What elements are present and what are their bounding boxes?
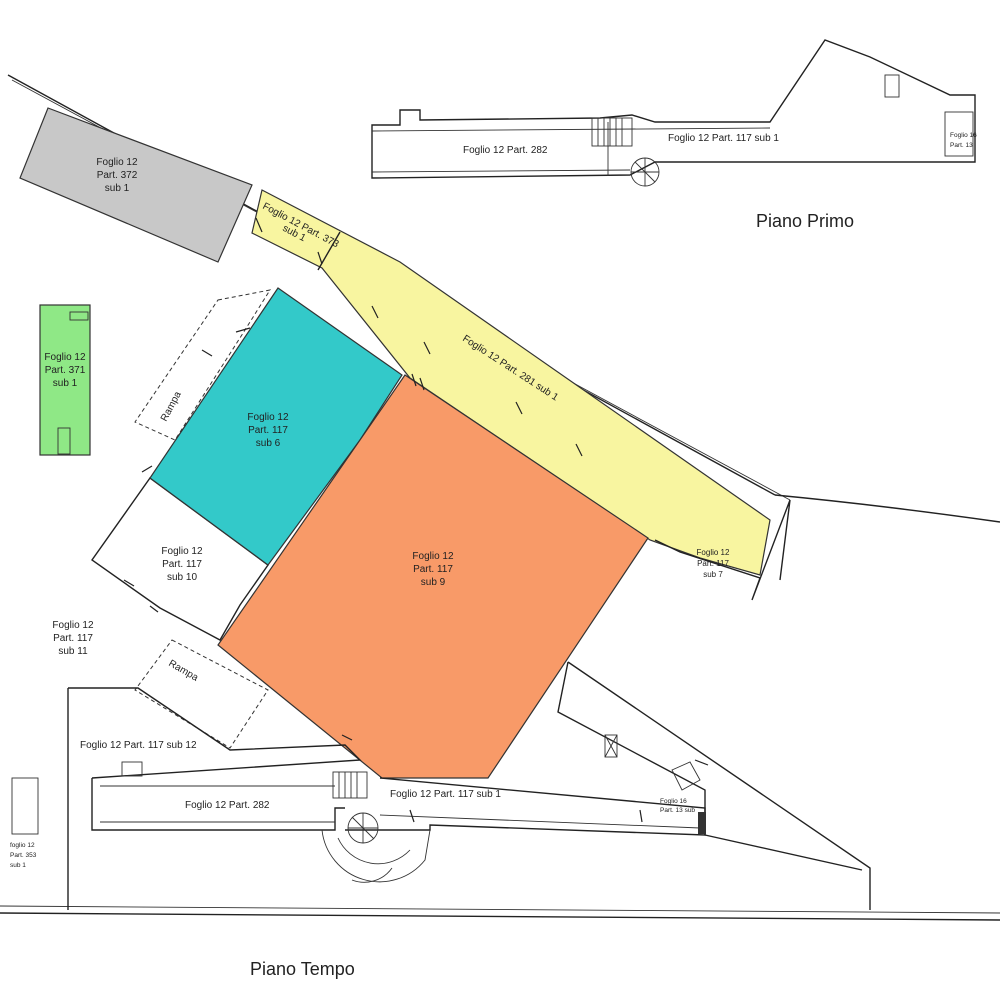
parcel-371-label-3: sub 1 bbox=[53, 378, 78, 389]
boundary-ticks bbox=[123, 217, 709, 823]
parcel-sub6-label-3: sub 6 bbox=[256, 438, 281, 449]
parcel-371-stair-2 bbox=[57, 427, 71, 455]
parcel-353-outline bbox=[11, 777, 39, 835]
parcel-353-label-1: foglio 12 bbox=[10, 842, 35, 849]
ground-p13-label-1: Foglio 16 bbox=[660, 798, 687, 805]
parcel-sub6-teal bbox=[149, 287, 403, 566]
ground-arc-outer bbox=[321, 829, 431, 883]
parcel-sub10-label-3: sub 10 bbox=[167, 572, 197, 583]
parcel-sub10-label-2: Part. 117 bbox=[162, 559, 202, 570]
parcel-372-gray bbox=[19, 107, 253, 263]
parcel-sub11-label-3: sub 11 bbox=[58, 646, 88, 657]
title-piano-primo: Piano Primo bbox=[756, 211, 854, 231]
upper-sub1-label: Foglio 12 Part. 117 sub 1 bbox=[668, 133, 779, 144]
ground-arc-inner bbox=[351, 867, 393, 883]
parcel-371-green bbox=[39, 304, 91, 456]
ground-arc-mid bbox=[337, 837, 411, 865]
parcel-sub7-label-2: Part. 117 bbox=[697, 559, 729, 568]
ground-building-inner-3 bbox=[379, 814, 701, 829]
parcel-sub6-label-2: Part. 117 bbox=[248, 425, 288, 436]
upper-small-room bbox=[884, 74, 900, 98]
parcel-sub9-label-3: sub 9 bbox=[421, 577, 446, 588]
ground-spiral-tread bbox=[351, 816, 375, 840]
upper-floor-inner-line-2 bbox=[371, 169, 631, 173]
parcel-sub10-label-1: Foglio 12 bbox=[161, 546, 203, 557]
upper-p13-label-1: Foglio 16 bbox=[950, 132, 977, 139]
ground-right-stair bbox=[671, 761, 701, 791]
parcel-353-label-2: Part. 353 bbox=[10, 852, 37, 859]
parcel-sub7-outline bbox=[654, 499, 791, 601]
parcel-sub9-label-2: Part. 117 bbox=[413, 564, 453, 575]
upper-corner-room bbox=[944, 111, 974, 157]
ground-right-room bbox=[604, 734, 618, 758]
parcel-sub11-label-1: Foglio 12 bbox=[52, 620, 94, 631]
road-line-right bbox=[774, 494, 1000, 523]
ramp-lower-label: Rampa bbox=[167, 658, 201, 684]
ground-p13-label-2: Part. 13 sub bbox=[660, 807, 695, 814]
ramp-upper-outline bbox=[134, 289, 272, 441]
ground-small-room bbox=[121, 761, 143, 777]
ground-right-room-x2 bbox=[604, 734, 618, 758]
parcel-sub7-label-1: Foglio 12 bbox=[697, 548, 730, 557]
ground-right-outline bbox=[557, 661, 871, 910]
ground-baseline-2 bbox=[0, 905, 1000, 914]
ground-sub1-label: Foglio 12 Part. 117 sub 1 bbox=[390, 789, 501, 800]
ramp-lower-outline bbox=[134, 639, 269, 749]
parcel-371-stair bbox=[69, 311, 89, 321]
parcel-372-label-3: sub 1 bbox=[105, 183, 130, 194]
parcel-sub7-label-3: sub 7 bbox=[703, 570, 723, 579]
parcel-353-label-3: sub 1 bbox=[10, 862, 26, 869]
upper-floor-inner-line bbox=[371, 127, 771, 132]
ground-stair-block bbox=[332, 771, 368, 799]
ground-building-outline bbox=[91, 777, 706, 836]
parcel-sub12-label: Foglio 12 Part. 117 sub 12 bbox=[80, 740, 197, 751]
ground-baseline bbox=[0, 912, 1000, 921]
ramp-upper-label: Rampa bbox=[159, 389, 184, 423]
parcel-372-label-2: Part. 372 bbox=[97, 170, 138, 181]
upper-floor-plan: Foglio 12 Part. 282 Foglio 12 Part. 117 … bbox=[371, 39, 977, 187]
parcel-371-label-2: Part. 371 bbox=[45, 365, 86, 376]
ground-p282-label: Foglio 12 Part. 282 bbox=[185, 800, 270, 811]
upper-floor-outline bbox=[371, 39, 976, 179]
parcel-sub11-label-2: Part. 117 bbox=[53, 633, 93, 644]
upper-p282-label: Foglio 12 Part. 282 bbox=[463, 145, 548, 156]
parcel-sub9-orange bbox=[217, 374, 649, 779]
parcel-371-label-1: Foglio 12 bbox=[44, 352, 86, 363]
parcel-372-label-1: Foglio 12 bbox=[96, 157, 138, 168]
parcel-sub9-label-1: Foglio 12 bbox=[412, 551, 454, 562]
ground-dark-block bbox=[698, 812, 706, 834]
upper-stair-block bbox=[591, 117, 633, 147]
parcel-sub6-label-1: Foglio 12 bbox=[247, 412, 289, 423]
title-piano-terra: Piano Tempo bbox=[250, 959, 355, 979]
upper-spiral-tread bbox=[634, 161, 656, 183]
sub12-area-outline bbox=[67, 687, 362, 910]
upper-p13-label-2: Part. 13 bbox=[950, 142, 973, 149]
